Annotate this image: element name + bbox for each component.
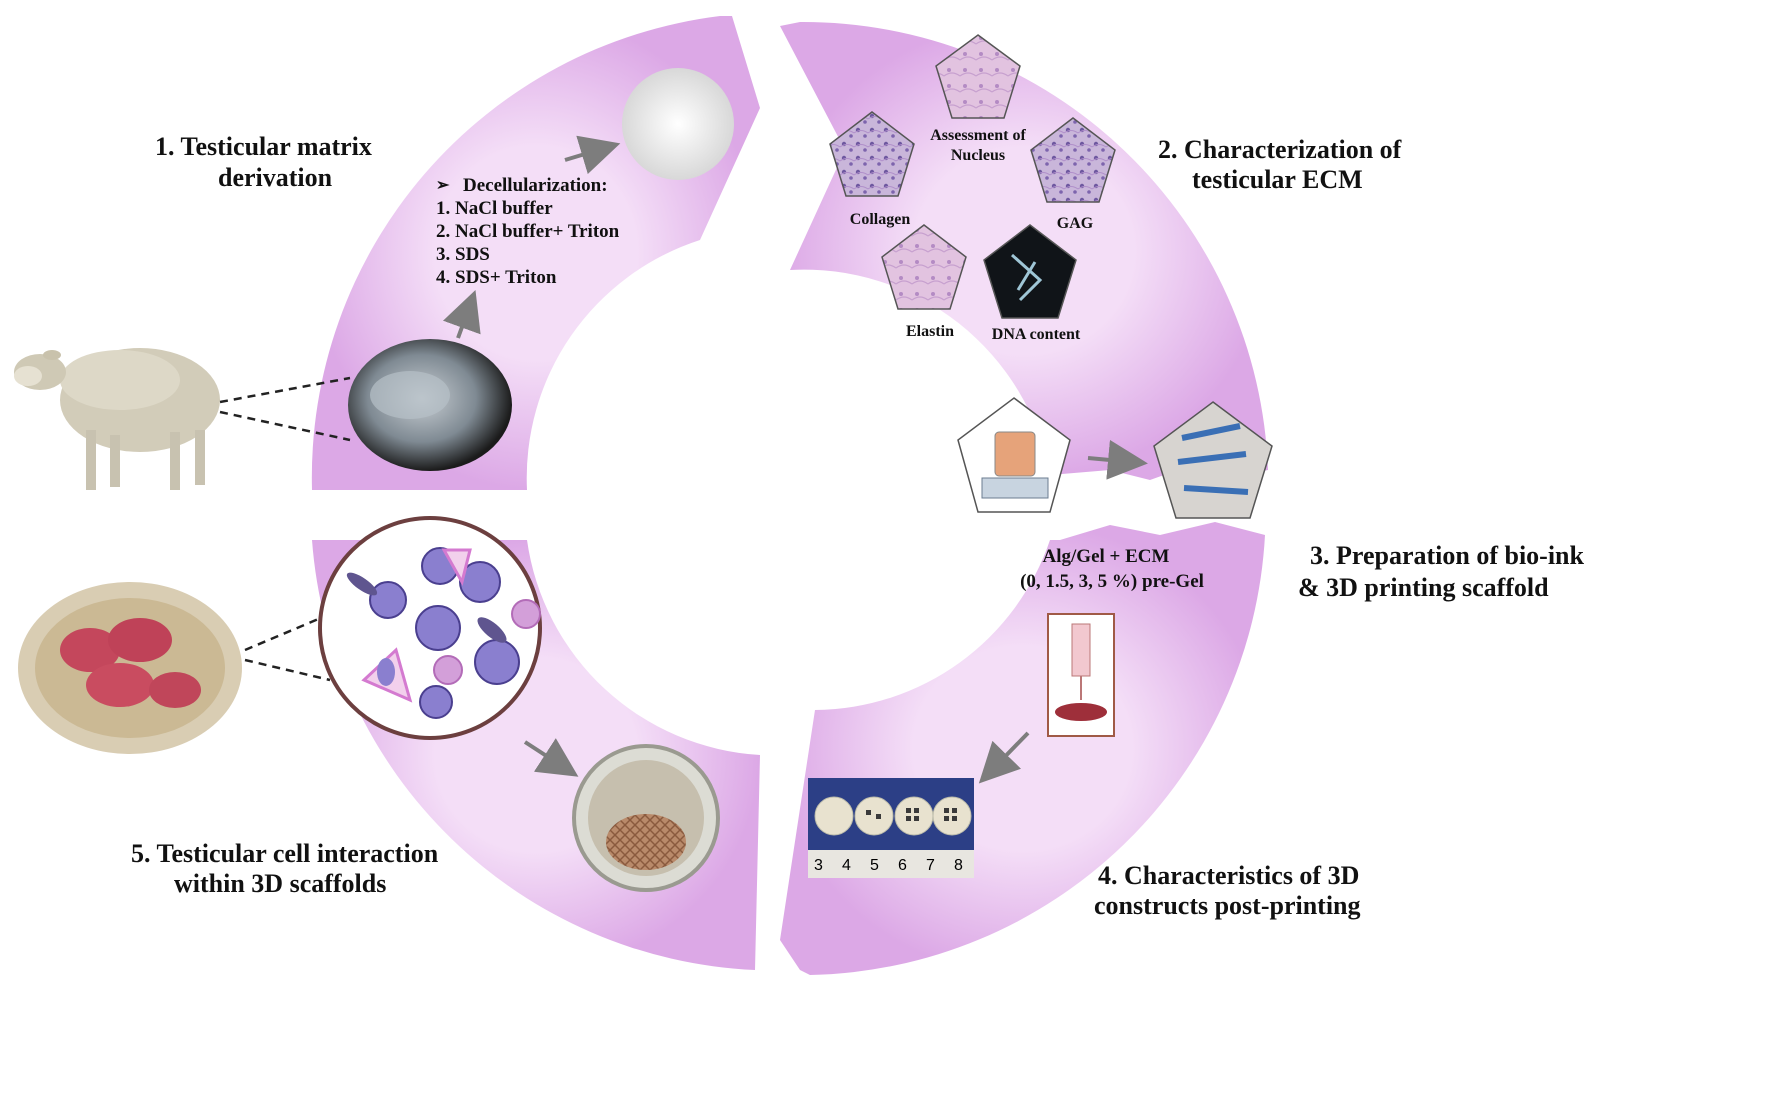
ruler-tick: 3 xyxy=(814,857,823,874)
nucleus-stain-image xyxy=(935,34,1021,119)
collagen-label: Collagen xyxy=(850,211,911,228)
decell-item: 3. SDS xyxy=(436,244,490,265)
decell-item: 1. NaCl buffer xyxy=(436,198,553,219)
gag-stain-image xyxy=(1030,117,1116,203)
bullet-icon: ➢ xyxy=(436,177,450,194)
step-2-title-line1: 2. Characterization of xyxy=(1158,135,1402,164)
nucleus-label-line1: Assessment of xyxy=(930,127,1026,144)
arrow-icon xyxy=(1087,439,1148,480)
gag-label: GAG xyxy=(1057,215,1094,232)
ring xyxy=(311,16,1268,975)
step-4-title-line1: 4. Characteristics of 3D xyxy=(1098,861,1359,890)
step-5: 5. Testicular cell interaction within 3D… xyxy=(18,516,720,898)
step-1-title-line2: derivation xyxy=(218,163,333,192)
step-3: Alg/Gel + ECM (0, 1.5, 3, 5 %) pre-Gel 3… xyxy=(957,397,1585,737)
arrow-icon xyxy=(978,731,1030,784)
decell-heading: Decellularization: xyxy=(463,175,608,196)
arrow-icon xyxy=(564,135,621,175)
sheep-icon xyxy=(14,348,220,490)
ruler-tick: 6 xyxy=(898,857,907,874)
collagen-stain-image xyxy=(829,111,915,197)
step-3-title-line1: 3. Preparation of bio-ink xyxy=(1310,541,1585,570)
elastin-label: Elastin xyxy=(906,323,954,340)
step-4: 3 4 5 6 7 8 4. Characteristics of 3D con… xyxy=(808,731,1361,920)
ruler-tick: 8 xyxy=(954,857,963,874)
step-3-title-line2: & 3D printing scaffold xyxy=(1298,573,1549,602)
ruler-tick: 5 xyxy=(870,857,879,874)
decell-item: 2. NaCl buffer+ Triton xyxy=(436,221,620,242)
step-4-title-line2: constructs post-printing xyxy=(1094,891,1361,920)
link-line xyxy=(244,658,331,682)
arrow-icon xyxy=(523,738,579,777)
decellularized-matrix-image xyxy=(622,68,734,180)
step-1-title-line1: 1. Testicular matrix xyxy=(155,132,372,161)
ruler-tick: 7 xyxy=(926,857,935,874)
dna-label: DNA content xyxy=(992,326,1081,343)
step-2-title-line2: testicular ECM xyxy=(1192,165,1363,194)
arrow-icon xyxy=(443,289,481,339)
step-1: 1. Testicular matrix derivation ➢ Decell… xyxy=(14,68,734,490)
bioink-line1: Alg/Gel + ECM xyxy=(1043,546,1170,567)
bioink-line2: (0, 1.5, 3, 5 %) pre-Gel xyxy=(1020,571,1204,592)
step-2: 2. Characterization of testicular ECM As… xyxy=(829,34,1402,343)
ruler-tick: 4 xyxy=(842,857,851,874)
link-line xyxy=(244,610,336,652)
step-5-title-line1: 5. Testicular cell interaction xyxy=(131,839,439,868)
decell-item: 4. SDS+ Triton xyxy=(436,267,557,288)
elastin-stain-image xyxy=(881,224,967,310)
nucleus-label-line2: Nucleus xyxy=(951,147,1005,164)
step-5-title-line2: within 3D scaffolds xyxy=(174,869,386,898)
